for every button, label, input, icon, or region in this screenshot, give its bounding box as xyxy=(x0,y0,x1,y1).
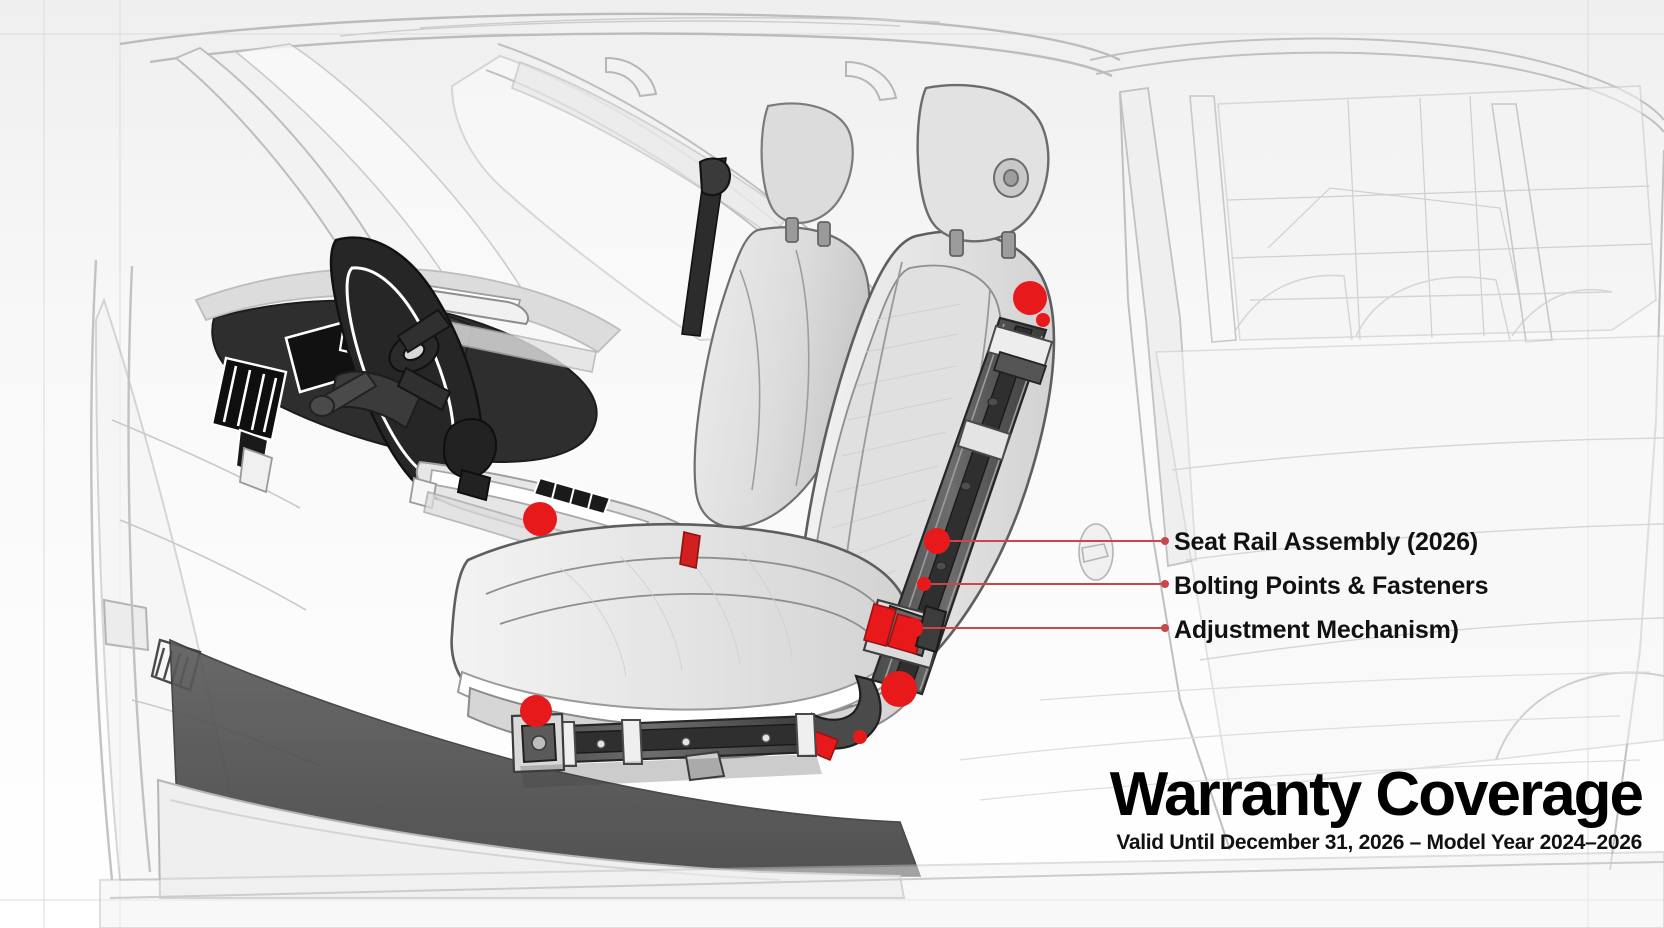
wheel-arch xyxy=(1495,671,1664,761)
callout-row-bolting: Bolting Points & Fasteners xyxy=(1174,564,1644,608)
steering-spokes xyxy=(396,308,452,412)
rear-seat-seam xyxy=(739,249,810,491)
callout-leader-lines xyxy=(920,540,1162,629)
rear-headrest-posts xyxy=(785,217,831,247)
callout-marker-bolting xyxy=(917,577,931,591)
hotspot-rail-pivot xyxy=(881,671,917,707)
page-subtitle: Valid Until December 31, 2026 – Model Ye… xyxy=(1116,831,1642,854)
callout-label-adjustment: Adjustment Mechanism) xyxy=(1174,615,1459,644)
rear-window xyxy=(1217,85,1657,341)
hotspot-seat-base-front xyxy=(520,695,552,727)
ghost-structure-lines xyxy=(959,671,1651,801)
hotspot-markers xyxy=(520,281,1050,744)
headliner-lines xyxy=(339,17,941,37)
rail-shadow xyxy=(520,754,822,788)
door-pull-handle xyxy=(102,598,150,652)
callout-marker-seat-rail xyxy=(924,528,950,554)
callout-label-bolting: Bolting Points & Fasteners xyxy=(1174,571,1489,600)
seat-belt-guide xyxy=(698,157,732,197)
seat-base-top-crease xyxy=(485,556,887,649)
windshield xyxy=(234,43,522,301)
rail-clamp-mid xyxy=(956,418,1012,462)
gear-shifter xyxy=(442,418,497,502)
callout-row-adjustment: Adjustment Mechanism) xyxy=(1174,608,1644,652)
hotspot-console-point xyxy=(523,502,557,536)
driver-headrest-posts xyxy=(949,229,1016,259)
rear-door-skin xyxy=(1155,335,1664,791)
hotspot-rail-small-bolt xyxy=(1036,313,1050,327)
rail-rear-foot xyxy=(684,750,726,782)
door-mirror-control xyxy=(239,446,274,494)
seat-belt-buckle xyxy=(679,531,701,569)
callout-markers xyxy=(903,528,950,638)
rail-front-bolt xyxy=(531,735,547,751)
callout-label-seat-rail: Seat Rail Assembly (2026) xyxy=(1174,527,1478,556)
floor-carpet xyxy=(169,638,922,877)
grab-handle-icon xyxy=(605,56,898,102)
door-handle-icon xyxy=(1078,523,1114,581)
air-vent-right xyxy=(412,286,529,326)
turn-signal-stalk xyxy=(309,370,378,417)
rear-seats-ghost xyxy=(1235,274,1613,341)
rail-bracket-upper-dark xyxy=(992,350,1048,386)
rear-window-mullions xyxy=(1227,95,1653,341)
page-title: Warranty Coverage xyxy=(1109,760,1644,829)
rail-fastener-blocks xyxy=(554,713,818,767)
console-vent xyxy=(532,476,612,516)
callout-row-seat-rail: Seat Rail Assembly (2026) xyxy=(1174,520,1644,564)
driver-seat-headrest xyxy=(916,83,1050,243)
hotspot-upper-rail-anchor xyxy=(1013,281,1047,315)
callout-label-list: Seat Rail Assembly (2026) Bolting Points… xyxy=(1174,520,1644,652)
air-vent-left-slats xyxy=(222,365,278,433)
rear-door-crease xyxy=(1171,437,1664,661)
hotspot-rail-mid-bolt xyxy=(853,730,867,744)
callout-endpoints xyxy=(1161,537,1169,632)
rear-seat-headrest xyxy=(760,102,854,224)
lower-rail-bolt-holes xyxy=(596,733,771,749)
callout-marker-adjustment xyxy=(903,618,923,638)
headrest-detail-ring xyxy=(993,158,1029,198)
title-block: Warranty Coverage Valid Until December 3… xyxy=(1109,760,1644,856)
door-outer-edge xyxy=(90,259,152,881)
